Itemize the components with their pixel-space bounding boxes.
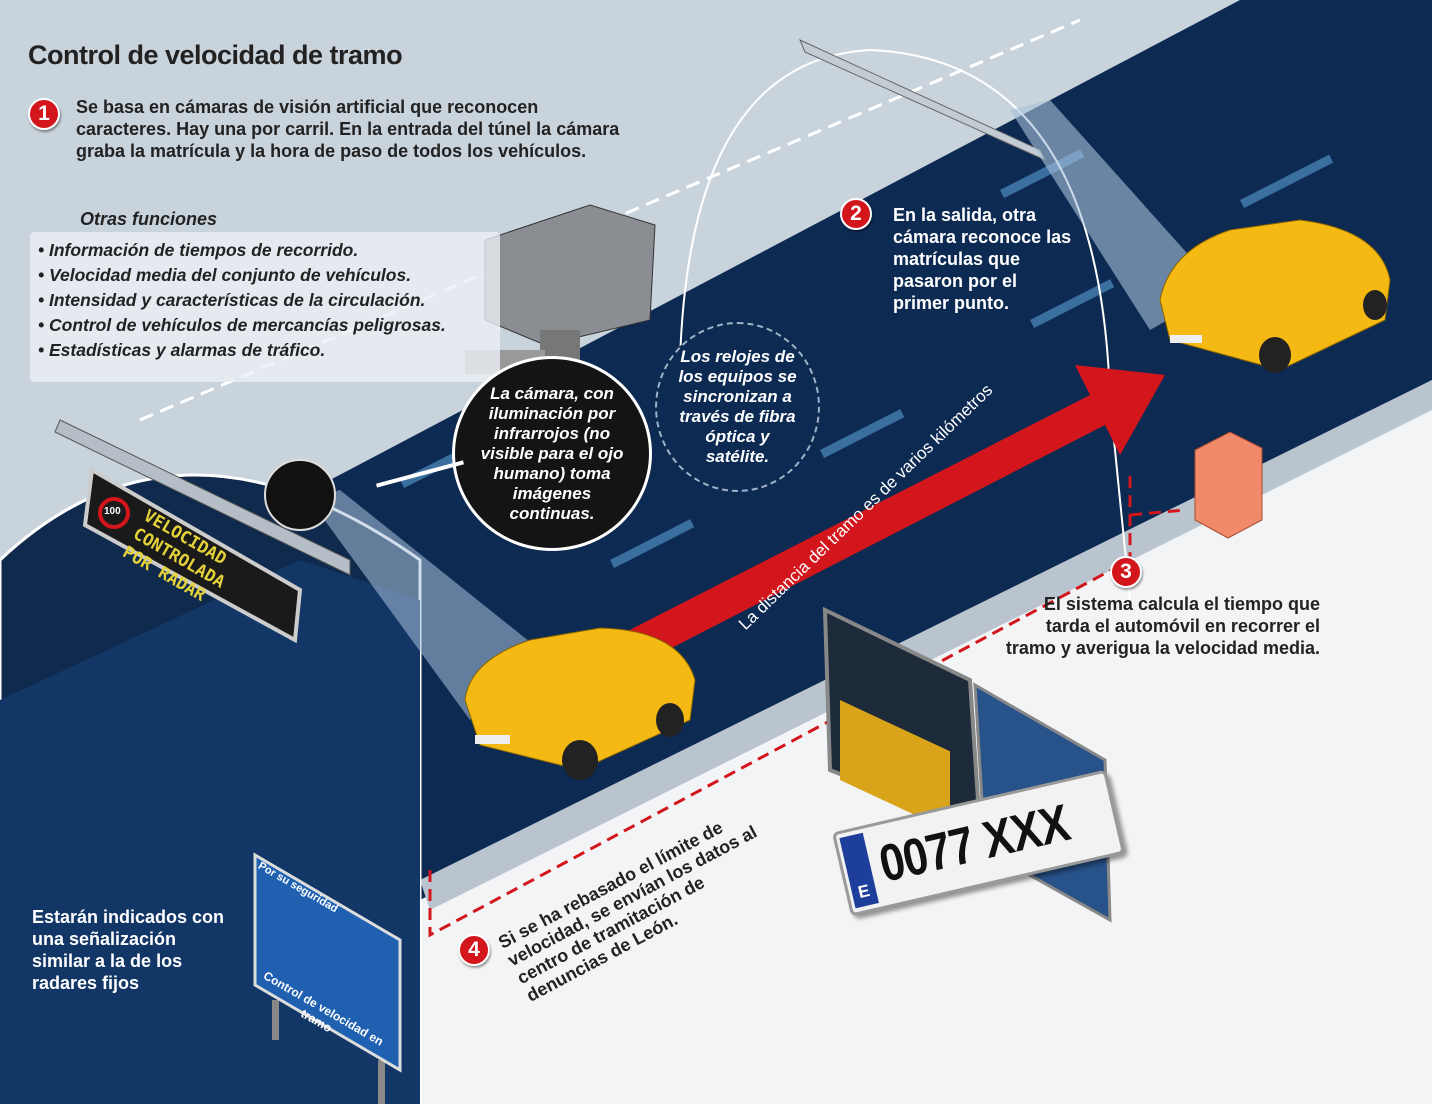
camera-beam-exit [1010, 100, 1220, 330]
car-entry [464, 627, 696, 780]
camera-beam-entry [310, 490, 540, 720]
step-1-badge: 1 [28, 98, 60, 130]
speed-limit-icon [98, 497, 130, 529]
sign-post [272, 1000, 279, 1040]
control-cabinet [1194, 431, 1263, 539]
function-item: • Velocidad media del conjunto de vehícu… [38, 265, 412, 285]
led-speed-limit: 100 [104, 506, 121, 517]
clock-sync-note: Los relojes de los equipos se sincroniza… [655, 322, 820, 492]
road-sign [253, 852, 402, 1073]
step-3-badge: 3 [1110, 556, 1142, 588]
camera-zoom-circle [264, 459, 336, 531]
sign-post-2 [378, 1060, 385, 1104]
step-2-text: En la salida, otra cámara reconoce las m… [893, 205, 1072, 313]
step-1-text: Se basa en cámaras de visión artificial … [76, 97, 620, 161]
distance-arrow [610, 365, 1165, 672]
function-item: • Intensidad y características de la cir… [38, 290, 426, 310]
car-exit [1159, 219, 1391, 373]
step-4-badge: 4 [458, 934, 490, 966]
step-3-text: El sistema calcula el tiempo que tarda e… [1005, 594, 1320, 658]
data-path [428, 470, 1186, 938]
led-panel [82, 466, 303, 644]
other-functions-box: • Información de tiempos de recorrido. •… [30, 232, 500, 382]
exit-arch [679, 48, 1131, 601]
entry-gantry [54, 419, 351, 576]
sidewalk [420, 380, 1432, 910]
signage-note: Estarán indicados con una señalización s… [32, 907, 225, 993]
other-functions-heading: Otras funciones [80, 209, 218, 229]
step-2-badge: 2 [840, 198, 872, 230]
function-item: • Estadísticas y alarmas de tráfico. [38, 340, 326, 360]
monitor-car-image [840, 700, 950, 832]
function-item: • Control de vehículos de mercancías pel… [38, 315, 446, 335]
function-item: • Información de tiempos de recorrido. [38, 240, 359, 260]
page-title: Control de velocidad de tramo [28, 40, 403, 70]
camera-note: La cámara, con iluminación por infrarroj… [452, 356, 652, 551]
